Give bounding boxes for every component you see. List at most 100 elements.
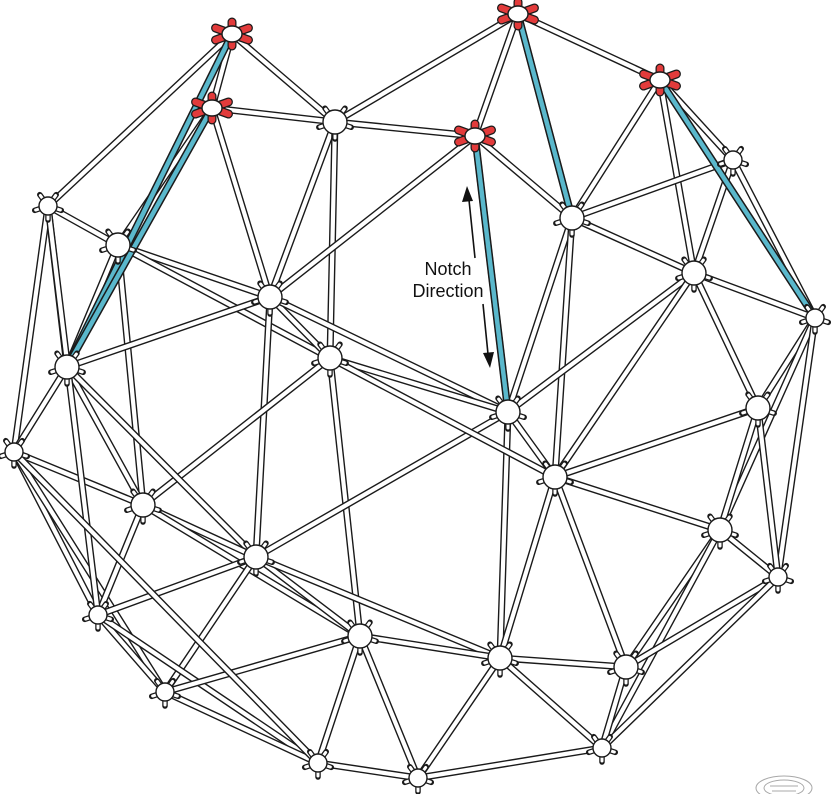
strut-o-u xyxy=(139,501,364,640)
highlighted-hub-layer xyxy=(191,0,681,153)
strut-l-p xyxy=(716,404,762,534)
hub xyxy=(701,513,739,550)
highlighted-strut xyxy=(656,77,819,321)
strut-f-k xyxy=(266,293,512,416)
hub xyxy=(716,145,750,177)
strut-s-w xyxy=(622,573,782,671)
highlighted-hub xyxy=(191,91,233,125)
strut-q-r xyxy=(94,553,260,619)
hub xyxy=(607,650,645,687)
hub xyxy=(798,303,831,335)
strut-h-l xyxy=(690,269,762,412)
arrow-upper-shaft xyxy=(468,199,476,259)
strut-u-aa xyxy=(356,632,422,782)
strut-w-y xyxy=(598,663,630,752)
strut-l-s xyxy=(754,404,782,581)
hub xyxy=(81,600,115,632)
notch-direction-label: Notch Direction xyxy=(398,258,498,302)
strut-t3-t4 xyxy=(471,10,522,140)
strut-h-i xyxy=(690,269,819,322)
strut-v-y xyxy=(496,654,606,752)
strut-n1-v xyxy=(496,473,559,662)
strut-t1-b xyxy=(44,30,236,210)
notch-direction-arrow xyxy=(462,186,494,368)
strut-g-k xyxy=(326,354,512,416)
strut-j-m xyxy=(10,363,71,456)
strut-x-z xyxy=(161,688,322,767)
arrow-lower-shaft xyxy=(482,303,489,355)
strut-t5-d xyxy=(568,76,664,222)
hub xyxy=(553,201,591,238)
hub xyxy=(536,460,574,497)
strut-g-u xyxy=(326,354,364,640)
strut-j-q xyxy=(63,363,260,561)
arrow-up-head xyxy=(462,186,473,202)
hub xyxy=(99,228,137,265)
strut-h-k xyxy=(504,269,698,416)
label-line-notch: Notch xyxy=(424,259,472,279)
strut-t1-a xyxy=(228,30,339,126)
strut-layer xyxy=(10,10,819,782)
watermark-stamp xyxy=(755,775,813,794)
hub xyxy=(316,105,354,142)
strut-m-z xyxy=(10,448,322,767)
highlighted-strut xyxy=(514,13,576,219)
hub xyxy=(585,733,619,765)
strut-g-o xyxy=(139,354,334,509)
strut-s-y xyxy=(598,573,782,752)
highlighted-strut xyxy=(63,106,216,369)
strut-a-f xyxy=(266,118,339,301)
strut-l-n1 xyxy=(551,404,762,481)
strut-t4-d xyxy=(471,132,576,222)
strut-k-q xyxy=(252,408,512,561)
strut-r-x xyxy=(94,611,169,696)
strut-i-p xyxy=(716,314,819,534)
strut-c-f xyxy=(114,241,274,301)
highlighted-hub xyxy=(497,0,539,31)
hub xyxy=(481,641,519,678)
strut-a-t4 xyxy=(331,118,479,140)
strut-c-g xyxy=(114,241,334,362)
strut-d-n1 xyxy=(551,214,576,481)
hub xyxy=(124,488,162,525)
strut-t3-t5 xyxy=(514,10,664,84)
strut-v-w xyxy=(496,654,630,671)
strut-n1-p xyxy=(551,473,724,534)
strut-h-n1 xyxy=(551,269,698,481)
hub xyxy=(311,341,349,378)
strut-f-q xyxy=(252,293,274,561)
strut-d-k xyxy=(504,214,576,416)
hub xyxy=(237,540,275,577)
strut-a-g xyxy=(326,118,339,362)
highlighted-strut-layer xyxy=(63,13,819,413)
hub xyxy=(251,280,289,317)
hub xyxy=(48,350,86,387)
hub xyxy=(148,677,182,709)
hub xyxy=(0,437,31,469)
strut-t2-f xyxy=(208,104,274,301)
label-line-direction: Direction xyxy=(412,281,484,301)
hub xyxy=(301,748,335,780)
strut-i-s xyxy=(774,314,819,581)
strut-a-t3 xyxy=(331,10,522,126)
strut-z-aa xyxy=(314,759,422,782)
strut-u-z xyxy=(314,632,364,767)
strut-b-m xyxy=(10,202,52,456)
hub-layer xyxy=(0,105,831,794)
arrow-down-head xyxy=(483,352,494,368)
strut-g-n1 xyxy=(326,354,559,481)
strut-u-x xyxy=(161,632,364,696)
strut-aa-y xyxy=(414,744,606,782)
hub xyxy=(739,391,777,428)
strut-u-v xyxy=(356,632,504,662)
hub xyxy=(675,256,713,293)
strut-p-y xyxy=(598,526,724,752)
hub xyxy=(489,395,527,432)
strut-t4-f xyxy=(266,132,479,301)
hub xyxy=(401,763,435,794)
highlighted-strut xyxy=(471,135,512,413)
hub xyxy=(761,562,795,594)
strut-d-h xyxy=(568,214,698,277)
strut-d-e xyxy=(568,156,737,222)
